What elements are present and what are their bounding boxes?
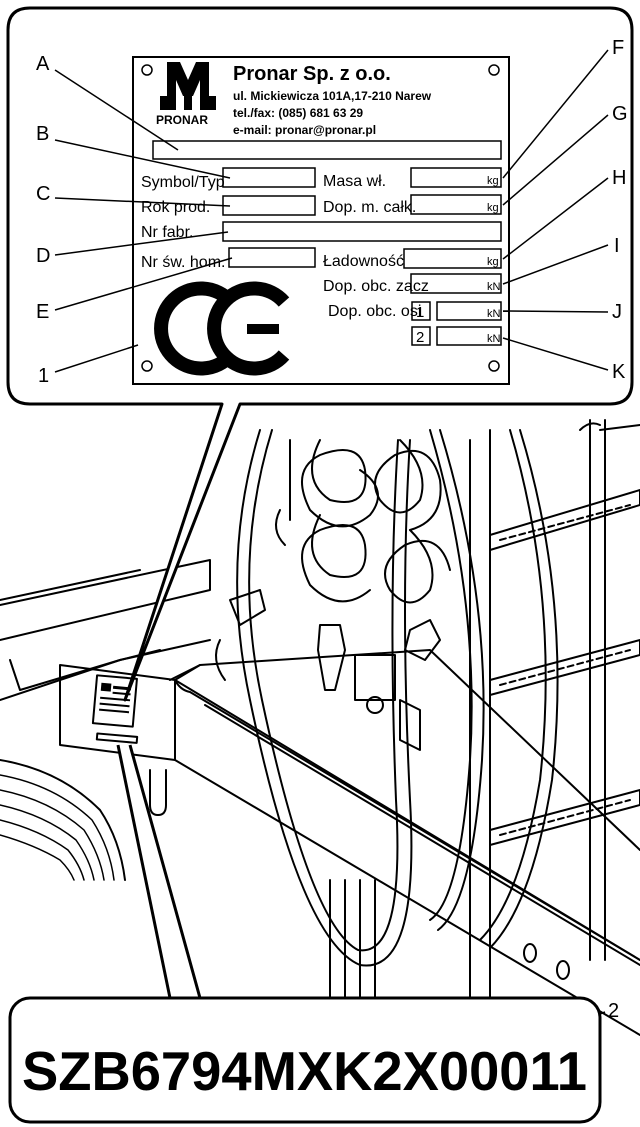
axle-2-number: 2: [416, 329, 424, 346]
field-box-serial: [222, 221, 502, 242]
vin-number: SZB6794MXK2X00011: [22, 1040, 587, 1102]
ce-mark: [154, 281, 290, 376]
callout-k: K: [612, 361, 626, 383]
company-name: Pronar Sp. z o.o.: [233, 63, 391, 85]
vin-callout: SZB6794MXK2X00011: [8, 996, 602, 1124]
callout-1: 1: [38, 365, 49, 387]
field-load-label: Ładowność: [323, 253, 404, 270]
callout-2: 2: [608, 1000, 619, 1022]
company-email: e-mail: pronar@pronar.pl: [233, 123, 376, 137]
field-axle-label: Dop. obc. osi: [328, 303, 421, 320]
unit-mass: kg: [487, 175, 499, 187]
axle-2-box: [411, 326, 431, 346]
rivet-hole: [141, 64, 153, 76]
callout-g: G: [612, 103, 628, 125]
field-symbol-label: Symbol/Typ: [141, 174, 225, 191]
callout-e: E: [36, 301, 49, 323]
field-box-a: [152, 140, 502, 160]
leader-lines: [54, 49, 609, 1031]
machine-illustration: [0, 419, 640, 1036]
field-box-gross: [410, 194, 502, 215]
callout-labels: A B C D E 1 F G H I J K 2: [36, 37, 628, 1022]
pronar-logo: [160, 62, 216, 110]
field-year-label: Rok prod.: [141, 199, 210, 216]
callout-b: B: [36, 123, 49, 145]
callout-h: H: [612, 167, 626, 189]
field-box-mass: [410, 167, 502, 188]
callout-d: D: [36, 245, 50, 267]
callout-a: A: [36, 53, 50, 75]
unit-axle1: kN: [487, 308, 501, 320]
rivet-hole: [488, 64, 500, 76]
callout-c: C: [36, 183, 50, 205]
unit-axle2: kN: [487, 333, 501, 345]
field-box-symbol: [222, 167, 316, 188]
field-box-load: [403, 248, 502, 269]
unit-load: kg: [487, 256, 499, 268]
field-box-cert: [228, 247, 316, 268]
company-phone: tel./fax: (085) 681 63 29: [233, 106, 363, 120]
callout-f: F: [612, 37, 624, 59]
field-mass-label: Masa wł.: [323, 173, 386, 190]
rivet-hole: [141, 360, 153, 372]
unit-hitch: kN: [487, 281, 501, 293]
nameplate: PRONAR Pronar Sp. z o.o. ul. Mickiewicza…: [132, 56, 510, 385]
logo-wordmark: PRONAR: [156, 113, 208, 127]
callout-i: I: [614, 235, 620, 257]
unit-gross: kg: [487, 202, 499, 214]
axle-1-number: 1: [416, 304, 424, 321]
field-cert-label: Nr św. hom.: [141, 254, 225, 271]
axle-1-box: [411, 301, 431, 321]
vin-callout-connector: [116, 744, 202, 1000]
company-address: ul. Mickiewicza 101A,17-210 Narew: [233, 89, 432, 103]
field-gross-label: Dop. m. całk.: [323, 199, 416, 216]
rivet-hole: [488, 360, 500, 372]
field-serial-label: Nr fabr.: [141, 224, 193, 241]
field-box-axle2: [436, 326, 502, 346]
field-box-hitch: [410, 273, 502, 294]
field-box-axle1: [436, 301, 502, 321]
callout-j: J: [612, 301, 622, 323]
field-hitch-label: Dop. obc. zacz: [323, 278, 429, 295]
